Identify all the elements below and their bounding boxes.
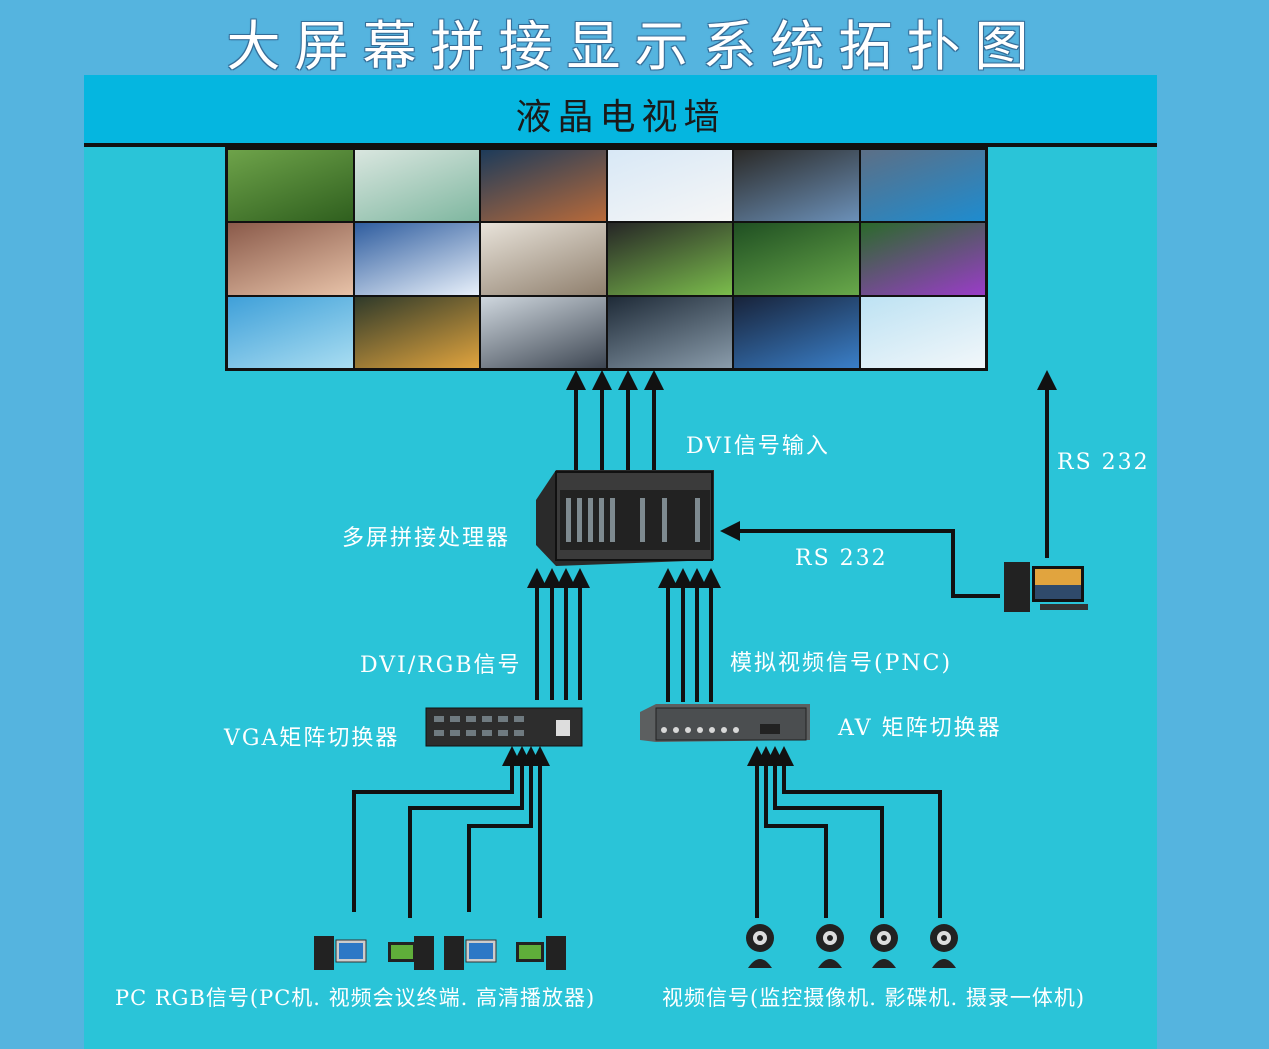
rs232-processor-wire xyxy=(720,521,1000,598)
wall-tile-gallery-wall xyxy=(481,223,606,295)
vga-switcher-label: VGA矩阵切换器 xyxy=(224,726,400,751)
pc-source-3 xyxy=(444,936,497,970)
pc-source-1 xyxy=(314,936,367,970)
wall-tile-woman-portrait xyxy=(228,223,353,295)
wall-tile-horse xyxy=(228,150,353,222)
wall-tile-dolphins xyxy=(228,296,353,368)
camera-source-1 xyxy=(746,924,774,968)
pc-source-2 xyxy=(388,936,434,970)
lcd-video-wall xyxy=(225,147,988,371)
analog-video-label: 模拟视频信号(PNC) xyxy=(730,651,953,676)
vga-matrix-switcher xyxy=(425,707,583,747)
wall-tile-stadium-screen xyxy=(481,150,606,222)
wall-tile-wall-landscape xyxy=(607,223,732,295)
wall-tile-monitor-room xyxy=(734,296,859,368)
wall-tile-green-plants xyxy=(734,223,859,295)
wall-tile-display-room xyxy=(481,296,606,368)
wall-tile-display-hall xyxy=(860,296,985,368)
av-matrix-switcher xyxy=(640,704,810,742)
pc-wire-1 xyxy=(352,746,522,912)
wall-tile-architecture xyxy=(354,150,479,222)
multi-screen-processor xyxy=(536,470,714,566)
camera-source-4 xyxy=(930,924,958,968)
video-wall-title: 液晶电视墙 xyxy=(515,97,726,138)
wall-tile-video-wall-room xyxy=(860,150,985,222)
wall-tile-control-room xyxy=(734,150,859,222)
dvi-rgb-label: DVI/RGB信号 xyxy=(360,653,522,678)
rs232-wall-label: RS 232 xyxy=(1057,450,1150,475)
pc-wire-2 xyxy=(408,746,532,918)
dvi-input-label: DVI信号输入 xyxy=(686,434,830,459)
wall-tile-purple-flowers xyxy=(860,223,985,295)
video-sources-label: 视频信号(监控摄像机. 影碟机. 摄录一体机) xyxy=(662,986,1086,1010)
camera-source-3 xyxy=(870,924,898,968)
pc-sources-label: PC RGB信号(PC机. 视频会议终端. 高清播放器) xyxy=(115,986,596,1010)
video-wall-divider xyxy=(84,143,1157,147)
rs232-processor-label: RS 232 xyxy=(795,546,888,571)
pc-wire-3 xyxy=(467,746,541,912)
control-pc xyxy=(1004,562,1088,612)
camera-wire-3 xyxy=(765,746,884,918)
wall-tile-snow-trees xyxy=(354,223,479,295)
video-wall-band xyxy=(84,75,1157,143)
camera-wire-2 xyxy=(756,746,828,918)
wall-tile-white-dog xyxy=(607,150,732,222)
processor-label: 多屏拼接处理器 xyxy=(342,526,511,551)
pc-source-4 xyxy=(516,936,566,970)
camera-wire-4 xyxy=(774,746,942,918)
av-switcher-label: AV 矩阵切换器 xyxy=(838,716,1002,741)
diagram-title: 大屏幕拼接显示系统拓扑图 xyxy=(226,15,1043,78)
camera-source-2 xyxy=(816,924,844,968)
wall-tile-sunset-house xyxy=(354,296,479,368)
wall-tile-eagle xyxy=(607,296,732,368)
